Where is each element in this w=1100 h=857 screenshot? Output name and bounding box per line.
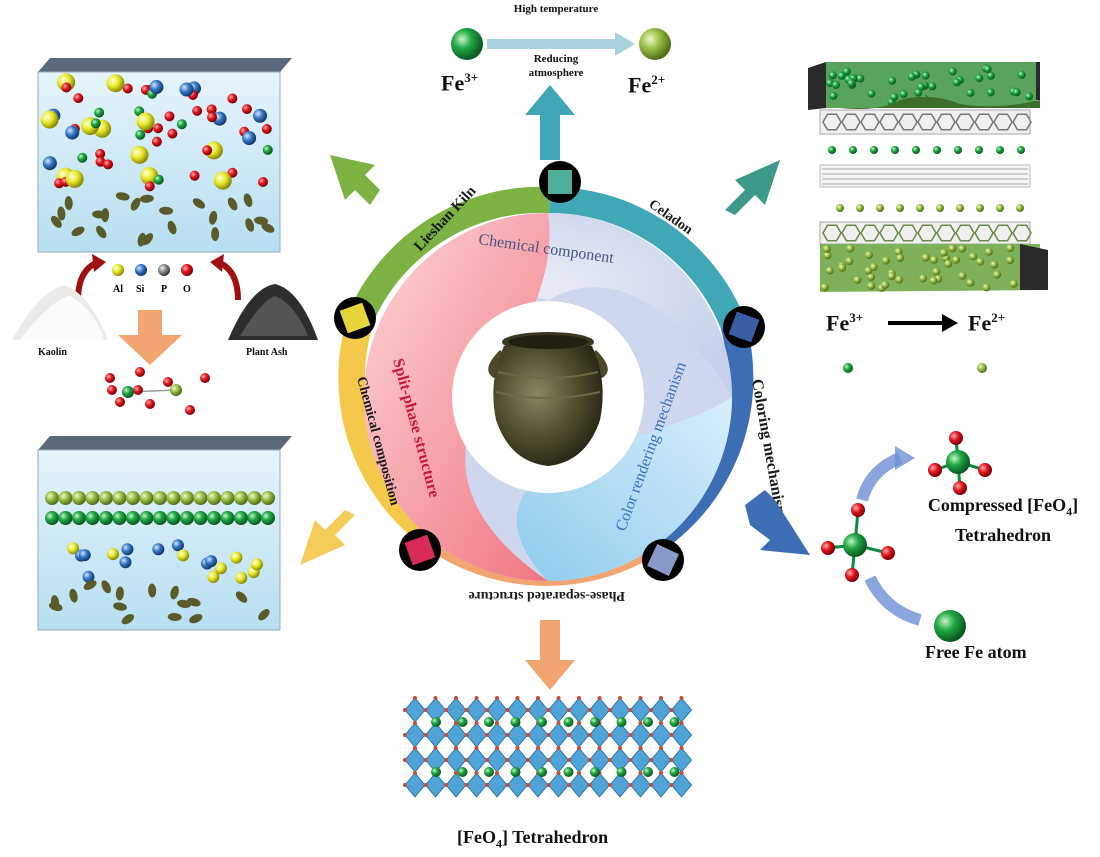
- top-left-box: [37, 58, 292, 253]
- arrow-down-left-panel: [118, 310, 182, 365]
- fe3-label-right: Fe3+: [826, 310, 864, 336]
- ring-square-lavender: [642, 539, 684, 581]
- kaolin-powder-image: [12, 285, 108, 340]
- free-fe-sphere: [934, 610, 966, 642]
- fe2-label-right: Fe2+: [968, 310, 1006, 336]
- fe3-sphere-top: [451, 28, 483, 60]
- arrow-down-orange: [525, 620, 575, 690]
- legend-p: P: [161, 284, 167, 295]
- kaolin-label: Kaolin: [38, 347, 67, 358]
- high-temperature-label: High temperature: [513, 3, 599, 15]
- compressed-tetrahedron-image: [928, 431, 992, 495]
- plant-ash-powder-image: [228, 284, 318, 340]
- center-ring: [334, 161, 765, 586]
- color-rendering-region: [516, 397, 732, 581]
- arrow-downleft-yellow: [300, 510, 355, 565]
- fe3-small-sphere: [843, 363, 853, 373]
- compressed-tetrahedron-label: Compressed [FeO4] Tetrahedron: [927, 495, 1079, 545]
- feo4-tetrahedron-label: [FeO4] Tetrahedron: [457, 827, 609, 851]
- legend-al: Al: [113, 284, 123, 295]
- ring-arc-yellow: [338, 307, 432, 540]
- fe2-sphere-top: [639, 28, 671, 60]
- fe2-label-top: Fe2+: [628, 72, 666, 98]
- feo4-lattice-image: [403, 696, 693, 798]
- ring-square-teal: [539, 161, 581, 203]
- plant-ash-arrowhead: [210, 254, 224, 272]
- arrow-up-teal: [525, 85, 575, 160]
- phosphate-molecule: [105, 367, 210, 415]
- kaolin-arrowhead: [92, 254, 106, 272]
- plant-ash-label: Plant Ash: [246, 347, 288, 358]
- arrow-upright-teal: [725, 160, 780, 215]
- reaction-arrow-top: [487, 32, 635, 56]
- celadon-pot-image: [488, 332, 608, 466]
- ring-square-yellow: [334, 297, 376, 339]
- feo4-molecule-right: [821, 503, 895, 582]
- top-left-atoms: [40, 73, 275, 247]
- fe2-small-sphere: [977, 363, 987, 373]
- legend-si: Si: [136, 284, 145, 295]
- curved-arrowhead-up: [895, 446, 915, 470]
- fe3-label-top: Fe3+: [441, 70, 479, 96]
- arrow-upleft-green: [330, 155, 380, 205]
- arrow-downright-blue: [745, 490, 810, 555]
- ring-arc-teal: [549, 186, 745, 329]
- curved-arrow-up: [856, 452, 903, 502]
- curved-arrow-down: [864, 575, 922, 626]
- ring-label-phase-separated: Phase-separated structure: [469, 588, 625, 603]
- element-legend: Al Si P O: [112, 264, 193, 295]
- ring-square-red: [399, 529, 441, 571]
- reaction-arrow-right: [888, 314, 958, 332]
- ring-square-blue: [723, 306, 765, 348]
- free-fe-atom-label: Free Fe atom: [925, 642, 1027, 662]
- reducing-atmosphere-label: Reducing atmosphere: [528, 53, 584, 79]
- layered-structure-image: [808, 62, 1048, 292]
- legend-o: O: [183, 284, 191, 295]
- bottom-left-atoms: [45, 491, 275, 625]
